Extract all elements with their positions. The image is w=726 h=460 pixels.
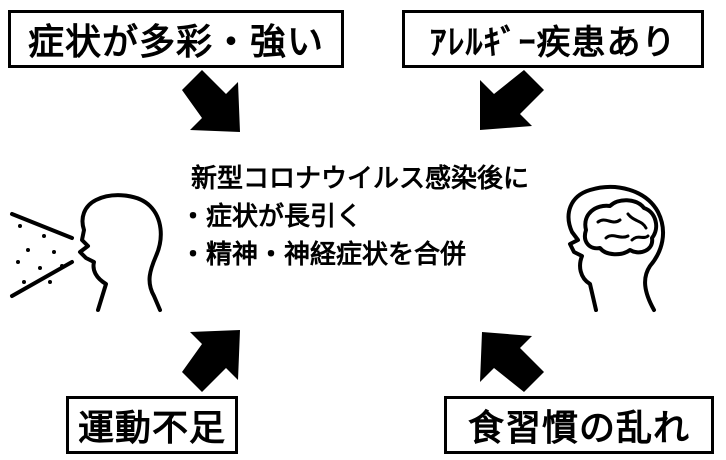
arrow-icon-bottom-right bbox=[480, 332, 544, 392]
center-statement: 新型コロナウイルス感染後に ・症状が長引く ・精神・神経症状を合併 bbox=[140, 160, 580, 274]
arrow-icon-bottom-left bbox=[182, 330, 240, 392]
factor-label-bottom-left: 運動不足 bbox=[77, 408, 226, 449]
center-bullet-2: ・精神・神経症状を合併 bbox=[180, 240, 467, 270]
factor-box-top-left: 症状が多彩・強い bbox=[8, 10, 344, 68]
factor-label-top-left: 症状が多彩・強い bbox=[27, 22, 324, 63]
center-headline: 新型コロナウイルス感染後に bbox=[190, 164, 529, 194]
head-with-spray-icon bbox=[10, 193, 163, 312]
factor-box-top-right: ｱﾚﾙｷﾞｰ疾患あり bbox=[402, 10, 704, 68]
factor-box-bottom-left: 運動不足 bbox=[66, 396, 238, 454]
factor-label-top-right: ｱﾚﾙｷﾞｰ疾患あり bbox=[429, 22, 677, 63]
arrow-icon-top-left bbox=[182, 70, 240, 132]
spray-droplets-icon bbox=[16, 224, 64, 284]
head-with-brain-icon bbox=[566, 185, 666, 312]
factor-label-bottom-right: 食習慣の乱れ bbox=[467, 408, 690, 449]
factor-box-bottom-right: 食習慣の乱れ bbox=[444, 396, 714, 454]
center-bullet-1: ・症状が長引く bbox=[180, 202, 363, 232]
arrow-icon-top-right bbox=[480, 70, 544, 130]
